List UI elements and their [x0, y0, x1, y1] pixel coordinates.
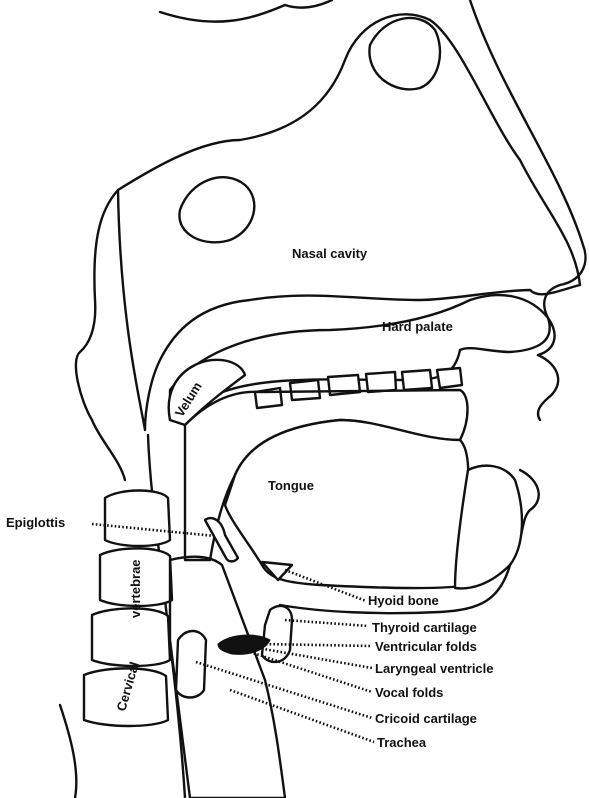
label-tongue: Tongue — [268, 478, 314, 493]
label-hyoid-bone: Hyoid bone — [368, 593, 439, 608]
label-trachea: Trachea — [377, 735, 427, 750]
nasal-opening-upper — [369, 18, 440, 89]
hard-palate — [170, 295, 550, 420]
label-ventricular-folds: Ventricular folds — [375, 639, 477, 654]
label-vocal-folds: Vocal folds — [375, 685, 443, 700]
label-nasal-cavity: Nasal cavity — [292, 246, 368, 261]
label-hard-palate: Hard palate — [382, 319, 453, 334]
thyroid-cartilage — [262, 606, 292, 662]
nasal-opening-lower — [179, 177, 254, 242]
jaw — [455, 466, 522, 589]
cricoid-cartilage — [176, 631, 206, 698]
cervical-vertebrae — [60, 491, 172, 798]
label-thyroid-cartilage: Thyroid cartilage — [372, 620, 477, 635]
label-laryngeal-ventricle: Laryngeal ventricle — [375, 661, 494, 676]
neck-back — [76, 190, 125, 480]
upper-lip — [538, 355, 558, 420]
label-epiglottis: Epiglottis — [6, 515, 65, 530]
label-vertebrae: vertebrae — [128, 559, 143, 618]
label-cricoid-cartilage: Cricoid cartilage — [375, 711, 477, 726]
